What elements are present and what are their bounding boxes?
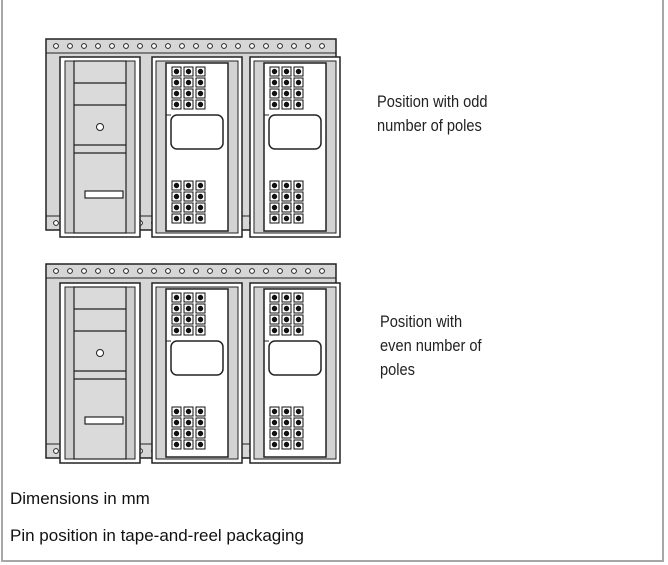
connector-pocket (250, 57, 340, 237)
tape-even-poles (45, 263, 340, 464)
even-poles-label-line-2: even number of (380, 336, 482, 355)
empty-pocket (59, 282, 141, 464)
empty-pocket (59, 56, 141, 238)
connector-pocket (152, 283, 242, 463)
caption-title: Pin position in tape-and-reel packaging (10, 526, 304, 545)
connector-pocket (152, 57, 242, 237)
tape-odd-poles (45, 38, 340, 238)
even-poles-label-line-1: Position with (380, 312, 463, 331)
even-poles-label: Position with even number of poles (380, 310, 482, 382)
caption-dimensions: Dimensions in mm (10, 489, 150, 508)
odd-poles-label-line-2: number of poles (377, 116, 482, 135)
even-poles-label-line-3: poles (380, 360, 415, 379)
odd-poles-label-line-1: Position with odd (377, 92, 488, 111)
odd-poles-label: Position with odd number of poles (377, 90, 488, 138)
connector-pocket (250, 283, 340, 463)
tape-reel-drawing (45, 38, 668, 464)
